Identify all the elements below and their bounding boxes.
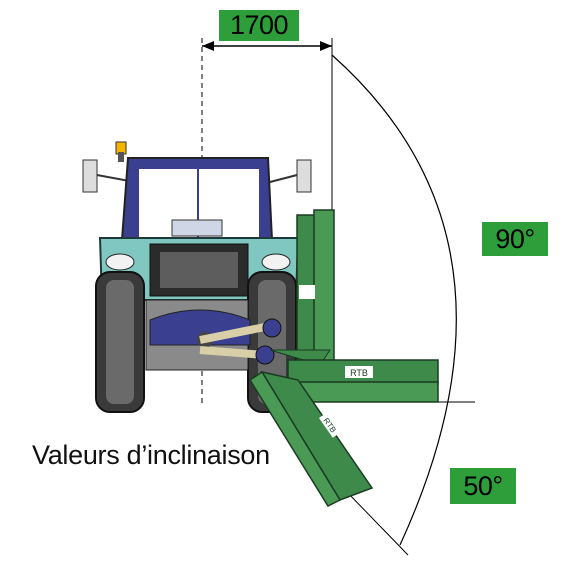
angle-90-label: 90° bbox=[482, 222, 548, 256]
angle-50-line bbox=[344, 489, 409, 556]
swing-arc bbox=[331, 54, 457, 546]
mower-vertical-position bbox=[296, 209, 335, 371]
angle-50-label: 50° bbox=[450, 468, 516, 504]
beacon-light-icon bbox=[115, 141, 127, 162]
caption: Valeurs d’inclinaison bbox=[32, 440, 270, 470]
pto-shaft bbox=[199, 318, 282, 365]
width-label: 1700 bbox=[219, 10, 299, 41]
tractor bbox=[82, 141, 312, 413]
mower-deck-brand: RTB bbox=[350, 368, 368, 378]
mower-horizontal-position: RTB bbox=[269, 349, 439, 403]
